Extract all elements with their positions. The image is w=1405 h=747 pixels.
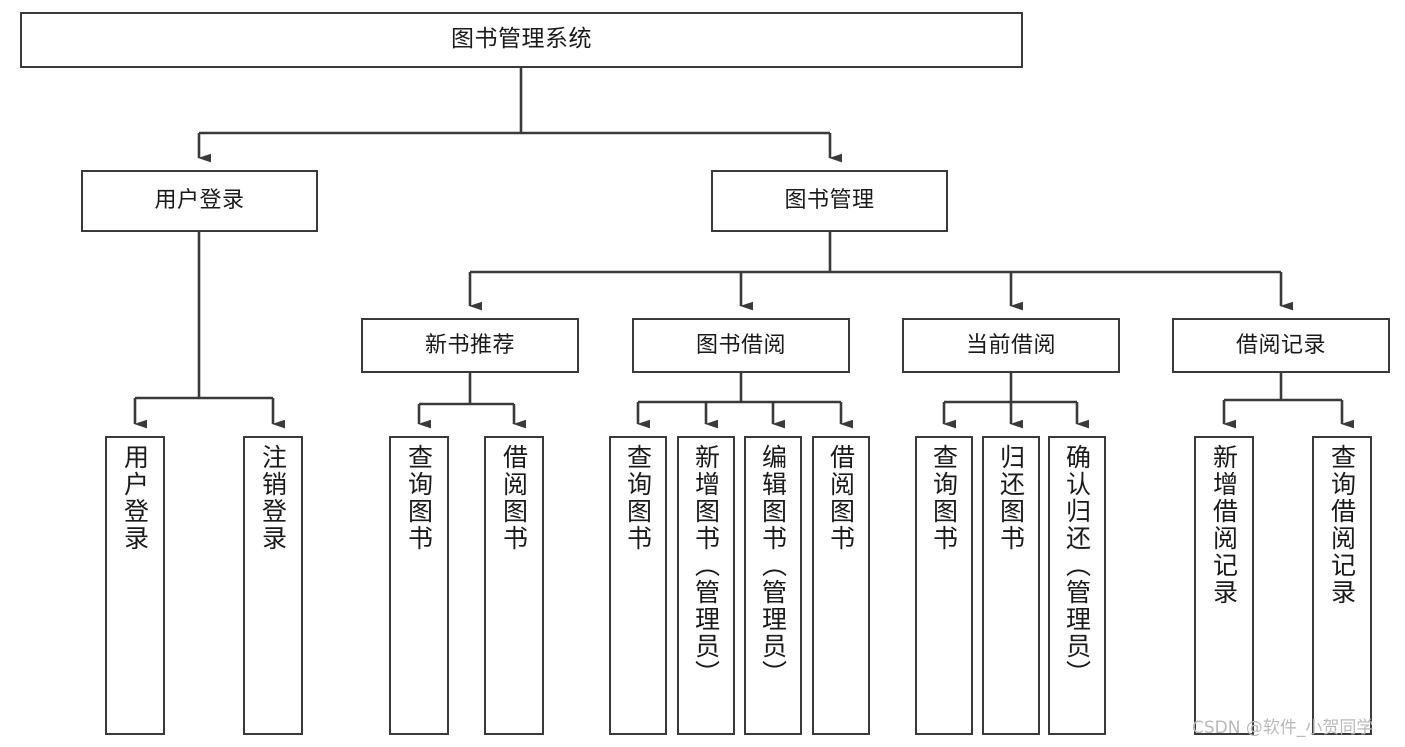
node-leaf-query-book-3[interactable]: 查询图书 xyxy=(915,436,973,735)
node-leaf-edit-book-admin[interactable]: 编辑图书（管理员） xyxy=(744,436,802,735)
node-leaf-borrow-book-2[interactable]: 借阅图书 xyxy=(812,436,870,735)
node-leaf-return-book-label: 归还图书 xyxy=(996,444,1026,552)
node-leaf-user-login-label: 用户登录 xyxy=(120,444,150,552)
node-root[interactable]: 图书管理系统 xyxy=(20,12,1023,68)
node-leaf-query-book-3-label: 查询图书 xyxy=(929,444,959,552)
node-leaf-borrow-book-1[interactable]: 借阅图书 xyxy=(484,436,544,735)
node-user-login-label: 用户登录 xyxy=(154,188,245,214)
node-leaf-query-borrow-record[interactable]: 查询借阅记录 xyxy=(1312,436,1372,735)
node-leaf-confirm-return-admin[interactable]: 确认归还（管理员） xyxy=(1048,436,1106,735)
node-leaf-user-logout-label: 注销登录 xyxy=(258,444,288,552)
node-leaf-query-book-2-label: 查询图书 xyxy=(623,444,653,552)
node-leaf-confirm-return-admin-label: 确认归还（管理员） xyxy=(1062,444,1092,687)
node-leaf-borrow-book-1-label: 借阅图书 xyxy=(499,444,529,552)
node-leaf-query-borrow-record-label: 查询借阅记录 xyxy=(1327,444,1357,606)
node-leaf-query-book-1-label: 查询图书 xyxy=(404,444,434,552)
node-leaf-add-book-admin-label: 新增图书（管理员） xyxy=(691,444,721,687)
node-leaf-add-borrow-record-label: 新增借阅记录 xyxy=(1209,444,1239,606)
csdn-watermark: CSDN @软件_小贺同学 xyxy=(1192,718,1374,738)
node-leaf-user-logout[interactable]: 注销登录 xyxy=(243,436,303,735)
node-book-manage[interactable]: 图书管理 xyxy=(711,170,948,232)
node-book-borrow-label: 图书借阅 xyxy=(695,332,786,358)
node-leaf-add-book-admin[interactable]: 新增图书（管理员） xyxy=(677,436,735,735)
node-leaf-query-book-1[interactable]: 查询图书 xyxy=(389,436,449,735)
node-user-login[interactable]: 用户登录 xyxy=(81,170,318,232)
node-leaf-add-borrow-record[interactable]: 新增借阅记录 xyxy=(1194,436,1254,735)
node-book-manage-label: 图书管理 xyxy=(784,188,875,214)
node-book-borrow[interactable]: 图书借阅 xyxy=(632,318,850,373)
node-leaf-user-login[interactable]: 用户登录 xyxy=(105,436,165,735)
node-leaf-query-book-2[interactable]: 查询图书 xyxy=(609,436,667,735)
node-current-borrow[interactable]: 当前借阅 xyxy=(902,318,1120,373)
node-leaf-edit-book-admin-label: 编辑图书（管理员） xyxy=(758,444,788,687)
node-new-book-recommend-label: 新书推荐 xyxy=(424,332,515,358)
node-new-book-recommend[interactable]: 新书推荐 xyxy=(361,318,579,373)
node-root-label: 图书管理系统 xyxy=(451,26,592,53)
node-borrow-record-label: 借阅记录 xyxy=(1235,332,1326,358)
node-leaf-borrow-book-2-label: 借阅图书 xyxy=(826,444,856,552)
node-current-borrow-label: 当前借阅 xyxy=(965,332,1056,358)
node-leaf-return-book[interactable]: 归还图书 xyxy=(982,436,1040,735)
node-borrow-record[interactable]: 借阅记录 xyxy=(1172,318,1390,373)
